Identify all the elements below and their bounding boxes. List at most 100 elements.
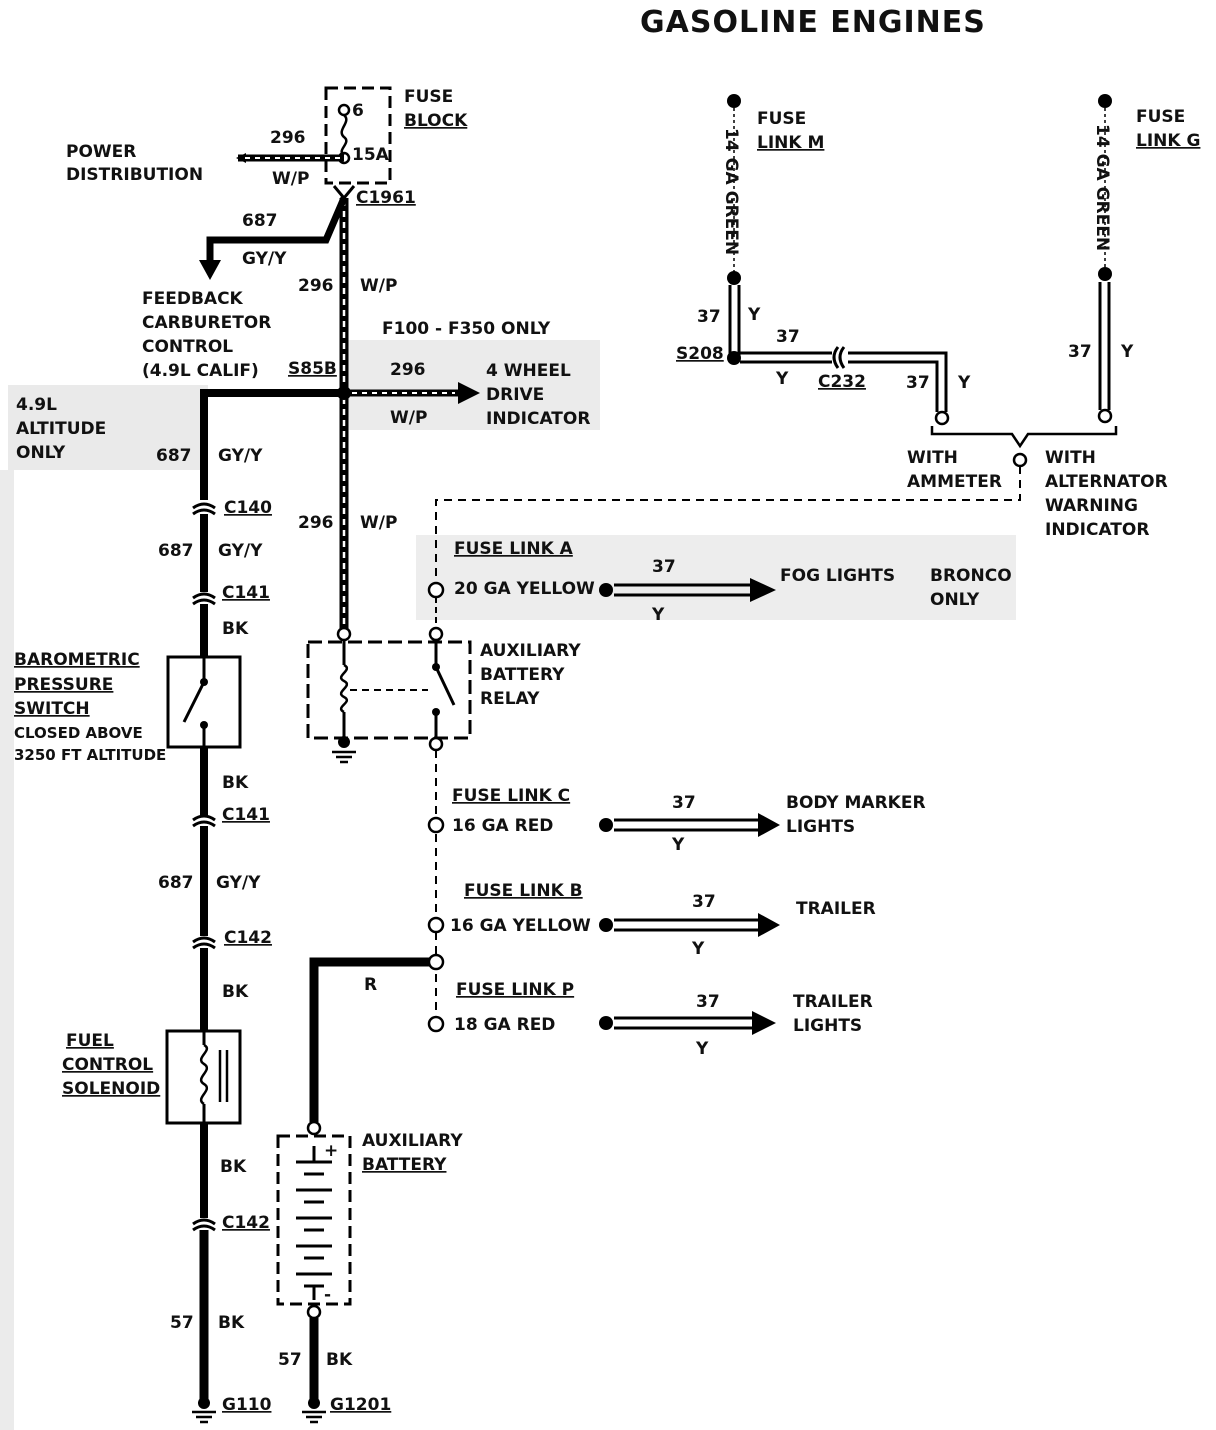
solenoid-coil <box>199 1043 209 1106</box>
feedback-circuit: 687 <box>242 211 278 231</box>
connector-c142-top-symbol <box>192 936 216 950</box>
marker-circuit: 37 <box>672 793 696 813</box>
main-feed-color-lower: W/P <box>360 513 397 533</box>
wire-g-color: Y <box>1120 342 1134 362</box>
altitude-seg1-color: GY/Y <box>218 446 263 466</box>
fuse-link-c-dot <box>599 818 613 832</box>
wire-altitude-feed <box>200 389 344 500</box>
feedback-label-2: CARBURETOR <box>142 313 271 333</box>
fuse-link-m-top-dot <box>727 94 741 108</box>
splice-s208: S208 <box>676 344 724 364</box>
bronco-only-label: BRONCO <box>930 566 1012 586</box>
with-alternator-label-2: ALTERNATOR <box>1045 472 1168 492</box>
trailer-lights-label-2: LIGHTS <box>793 1016 862 1036</box>
bk-label-4: BK <box>220 1157 247 1177</box>
4wd-label-2: DRIVE <box>486 385 544 405</box>
splice-s85b: S85B <box>288 359 337 379</box>
ammeter-terminal <box>934 410 950 426</box>
barometric-label-3: SWITCH <box>14 699 90 719</box>
wire-feedback-carburetor <box>206 196 348 262</box>
wire-m-circuit: 37 <box>697 307 721 327</box>
battery-positive-terminal <box>306 1120 322 1136</box>
with-ammeter-label: WITH <box>907 448 958 468</box>
power-distribution-label: POWER <box>66 142 136 162</box>
option-common-terminal <box>1012 452 1028 468</box>
feedback-label-4: (4.9L CALIF) <box>142 361 259 381</box>
shade-4wd-region <box>340 340 600 430</box>
fuse-link-g-bottom-dot <box>1098 267 1112 281</box>
main-feed-color-upper: W/P <box>360 276 397 296</box>
fuse-link-g-label-2: LINK G <box>1136 131 1200 151</box>
marker-arrow <box>758 813 780 837</box>
fuse-link-p-name: FUSE LINK P <box>456 980 574 1000</box>
connector-c142-top: C142 <box>224 928 272 948</box>
4wd-color: W/P <box>390 408 427 428</box>
connector-c140-symbol <box>192 502 216 516</box>
relay-box[interactable] <box>306 640 472 740</box>
splice-s208-dot <box>727 351 741 365</box>
wire-fusible-feed-dashed <box>435 466 1021 582</box>
main-feed-circuit-upper: 296 <box>298 276 334 296</box>
fuse-number: 6 <box>352 101 364 121</box>
fuse-block-outline <box>324 86 392 185</box>
battery-box[interactable] <box>276 1134 352 1306</box>
fuse-link-c-gauge: 16 GA RED <box>452 816 553 836</box>
connector-c232-symbol <box>832 346 846 369</box>
power-distribution-circuit: 296 <box>270 128 306 148</box>
ground-g110-symbol <box>192 1410 216 1424</box>
fog-arrow <box>750 578 776 602</box>
barometric-label-2: PRESSURE <box>14 675 113 695</box>
battery-ground-color: BK <box>326 1350 353 1370</box>
fuse-link-b-dot <box>599 918 613 932</box>
4wd-arrow <box>458 382 480 404</box>
fuel-solenoid-label-2: CONTROL <box>62 1055 153 1075</box>
relay-label-3: RELAY <box>480 689 540 709</box>
fuse-link-m-label-2: LINK M <box>757 133 824 153</box>
feedback-label: FEEDBACK <box>142 289 244 309</box>
relay-coil <box>339 663 349 714</box>
body-marker-label: BODY MARKER <box>786 793 926 813</box>
marker-color: Y <box>671 835 685 855</box>
connector-c141-bottom: C141 <box>222 805 270 825</box>
fog-lights-label: FOG LIGHTS <box>780 566 895 586</box>
wire-c232-top <box>848 351 948 412</box>
connector-c141-top-symbol <box>192 592 216 606</box>
battery-plus: + <box>324 1141 338 1161</box>
fuse-link-p-gauge: 18 GA RED <box>454 1015 555 1035</box>
barometric-note-2: 3250 FT ALTITUDE <box>14 746 166 764</box>
altitude-note-3: ONLY <box>16 443 66 463</box>
fuse-link-b-gauge: 16 GA YELLOW <box>450 916 591 936</box>
fuse-link-g-label: FUSE <box>1136 107 1185 127</box>
connector-c141-bottom-symbol <box>192 814 216 828</box>
fuse-link-p-terminal <box>427 1015 445 1033</box>
fuse-link-p-dot <box>599 1016 613 1030</box>
wire-c232-color: Y <box>957 373 971 393</box>
trailer-lights-label: TRAILER <box>793 992 873 1012</box>
battery-feed-color: R <box>364 975 377 995</box>
ground-g110: G110 <box>222 1395 272 1415</box>
fuse-link-a-dot <box>599 583 613 597</box>
body-marker-label-2: LIGHTS <box>786 817 855 837</box>
trailer-lights-color: Y <box>695 1039 709 1059</box>
feedback-color: GY/Y <box>242 249 287 269</box>
fuse-link-c-name: FUSE LINK C <box>452 786 570 806</box>
ground-g1201-symbol <box>302 1410 326 1424</box>
power-distribution-label-2: DISTRIBUTION <box>66 165 203 185</box>
relay-label-2: BATTERY <box>480 665 565 685</box>
fuse-link-m-label: FUSE <box>757 109 806 129</box>
fuse-terminal-top <box>337 103 351 117</box>
battery-feed-terminal <box>427 953 445 971</box>
connector-c141-top: C141 <box>222 583 270 603</box>
connector-c142-bottom-symbol <box>192 1218 216 1232</box>
fuse-link-a-gauge: 20 GA YELLOW <box>454 579 595 599</box>
altitude-note: 4.9L <box>16 395 57 415</box>
main-feed-circuit-lower: 296 <box>298 513 334 533</box>
shade-foglight-region <box>416 535 1016 620</box>
f100-f350-note: F100 - F350 ONLY <box>382 319 551 339</box>
altitude-seg1-circuit: 687 <box>156 446 192 466</box>
connector-c140: C140 <box>224 498 272 518</box>
wire-battery-feed-r <box>309 957 430 1122</box>
relay-contact-arm <box>434 666 456 706</box>
relay-terminal-coil <box>336 626 352 642</box>
trailer-label: TRAILER <box>796 899 876 919</box>
